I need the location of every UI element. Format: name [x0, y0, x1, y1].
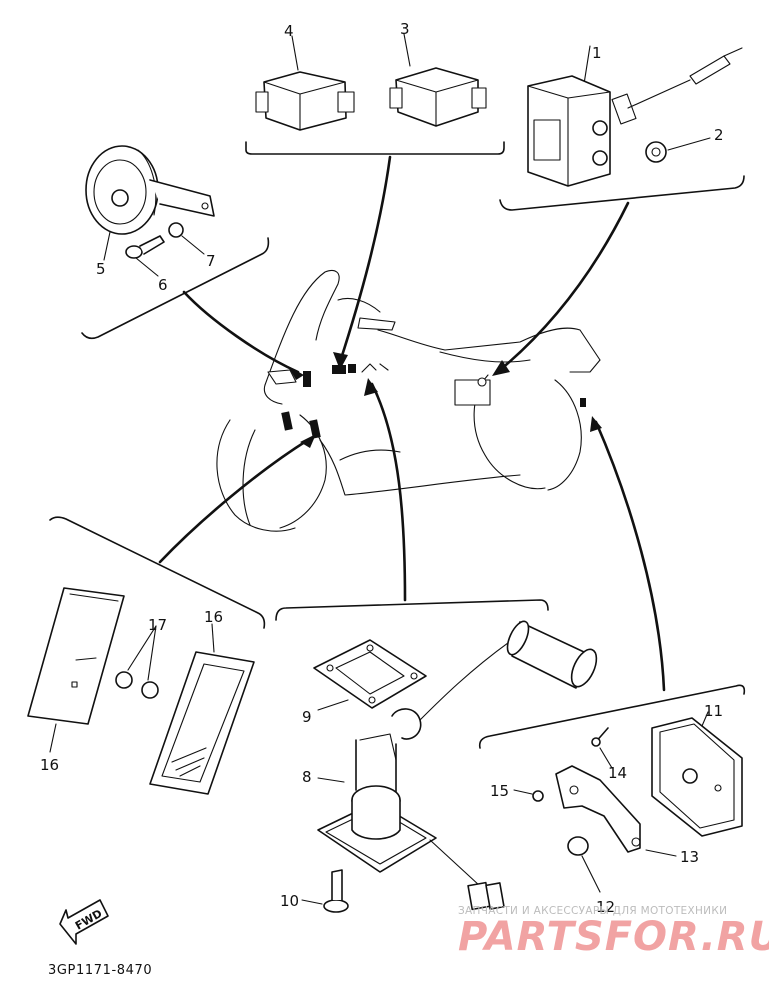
- part-10-screw: [301, 869, 349, 913]
- part-4-relay: [255, 35, 355, 131]
- label-11: 11: [704, 702, 723, 720]
- leader-lines: [158, 155, 666, 692]
- watermark-logo: PARTSFOR.RU: [458, 914, 769, 960]
- label-17: 17: [148, 616, 167, 634]
- location-markers: [267, 363, 586, 439]
- label-1: 1: [592, 44, 602, 62]
- watermark: ЗАПЧАСТИ И АКСЕССУАРЫ ДЛЯ МОТОТЕХНИКИ PA…: [458, 905, 769, 960]
- part-6-bolt: [125, 235, 165, 277]
- part-1-starter-relay: [527, 45, 743, 187]
- fwd-arrow-icon: FWD: [59, 899, 109, 945]
- drawing-code: 3GP1171-8470: [48, 963, 152, 978]
- part-13-bracket: [555, 765, 677, 857]
- part-16-reflector-right: [149, 623, 255, 795]
- label-16-right: 16: [204, 608, 223, 626]
- part-number-labels: 1 2 3 4 5 6 7 8 9 10 11 12 13 14 15 16 1…: [40, 20, 724, 916]
- label-9: 9: [302, 708, 312, 726]
- part-16-reflector-left: [27, 587, 125, 753]
- part-2-nut: [645, 137, 711, 163]
- label-14: 14: [608, 764, 627, 782]
- label-7: 7: [206, 252, 216, 270]
- part-8-fuel-sender: [317, 639, 513, 911]
- label-8: 8: [302, 768, 312, 786]
- part-15-screw: [513, 789, 544, 802]
- label-15: 15: [490, 782, 509, 800]
- part-7-washer: [168, 222, 205, 255]
- label-4: 4: [284, 22, 294, 40]
- label-2: 2: [714, 126, 724, 144]
- motorcycle-silhouette: [216, 269, 601, 532]
- label-16-left: 16: [40, 756, 59, 774]
- float-cylinder: [506, 620, 598, 689]
- watermark-tagline: ЗАПЧАСТИ И АКСЕССУАРЫ ДЛЯ МОТОТЕХНИКИ: [458, 905, 727, 917]
- label-5: 5: [96, 260, 106, 278]
- label-10: 10: [280, 892, 299, 910]
- label-12: 12: [596, 898, 615, 916]
- part-5-horn: [85, 145, 215, 261]
- part-11-reflector: [651, 711, 743, 837]
- part-14-pin: [591, 727, 613, 769]
- bracket-lines: [49, 141, 746, 749]
- label-6: 6: [158, 276, 168, 294]
- part-12-nut: [567, 836, 601, 893]
- label-13: 13: [680, 848, 699, 866]
- part-3-relay: [389, 33, 487, 127]
- arrow-heads: [288, 352, 602, 448]
- label-3: 3: [400, 20, 410, 38]
- part-9-gasket: [313, 639, 427, 711]
- part-17-nuts: [115, 625, 159, 699]
